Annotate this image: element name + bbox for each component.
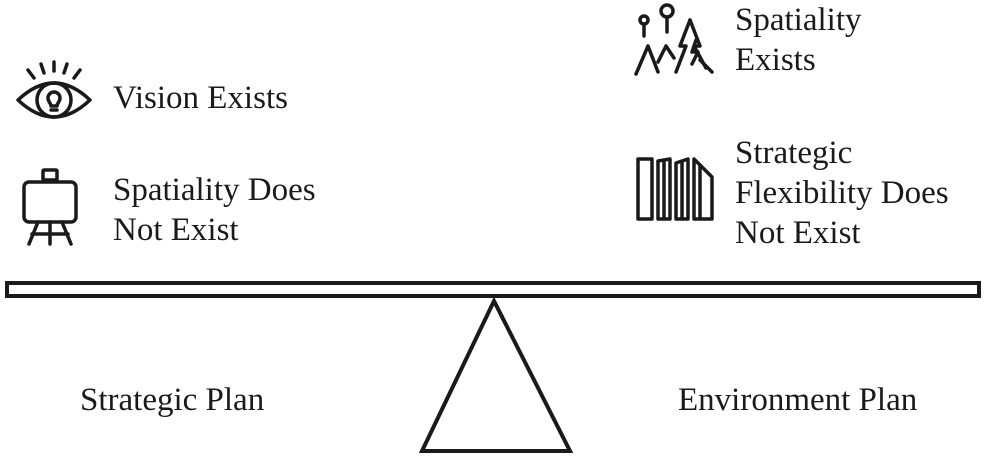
seesaw-fulcrum <box>418 296 576 462</box>
spatiality-exists-label: Spatiality Exists <box>735 2 862 78</box>
eye-vision-icon <box>14 60 94 128</box>
strategic-flexibility-does-not-exist-label: Strategic Flexibility Does Not Exist <box>735 135 949 251</box>
seesaw-beam <box>5 281 981 298</box>
environment-plan-label: Environment Plan <box>678 382 918 418</box>
spatiality-does-not-exist-label: Spatiality Does Not Exist <box>113 172 316 248</box>
strategic-plan-label: Strategic Plan <box>80 382 265 418</box>
broken-bars-icon <box>636 157 714 221</box>
easel-icon <box>20 168 80 246</box>
vision-exists-label: Vision Exists <box>113 80 288 116</box>
landscape-icon <box>634 2 716 76</box>
